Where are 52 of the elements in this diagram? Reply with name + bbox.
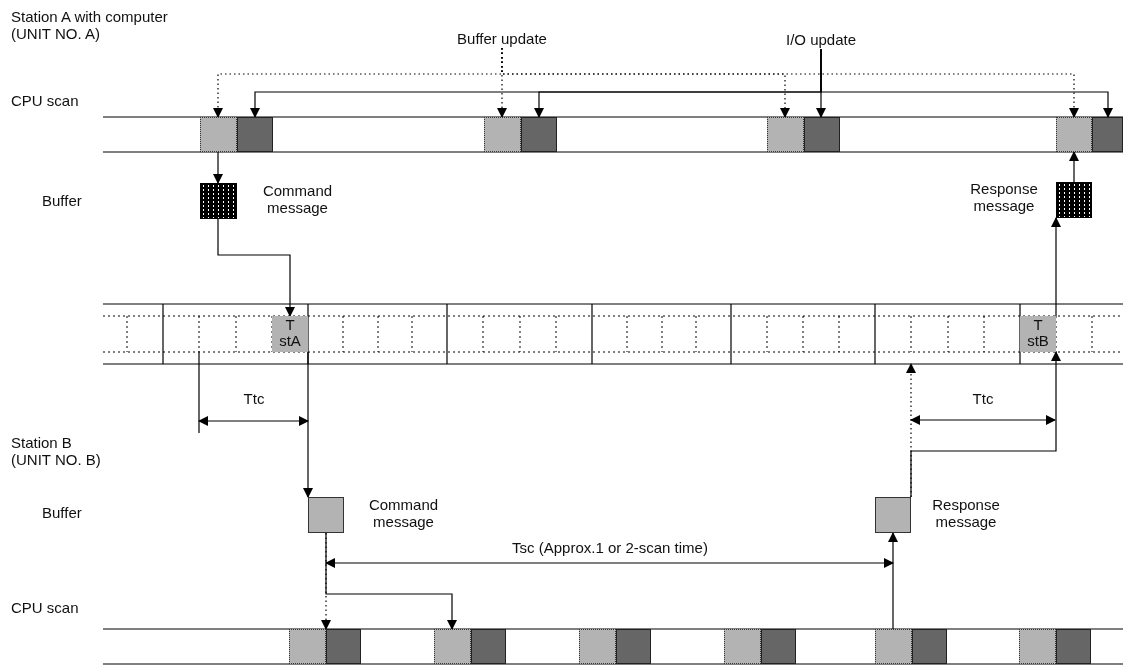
message-block	[200, 183, 237, 219]
arrow	[1051, 217, 1061, 317]
station-heading: Station B (UNIT NO. B)	[11, 434, 102, 468]
arrow	[217, 218, 295, 317]
station-heading: Station A with computer (UNIT NO. A)	[11, 8, 169, 42]
message-label: Response message	[969, 180, 1039, 214]
buffer-update-block	[484, 117, 521, 152]
io-update-block	[237, 117, 273, 152]
buffer-update-block	[200, 117, 237, 152]
dimension-label: Tsc (Approx.1 or 2-scan time)	[511, 539, 709, 556]
message-label: Command message	[261, 182, 334, 216]
buffer-update-block	[767, 117, 804, 152]
arrow	[820, 48, 1113, 118]
message-label: Response message	[931, 496, 1001, 530]
transmission-slot: T stA	[272, 316, 308, 352]
row-label: CPU scan	[11, 599, 80, 616]
io-update-block	[804, 117, 840, 152]
arrow	[888, 532, 898, 630]
io-update-block	[1056, 629, 1091, 664]
io-update-block	[521, 117, 557, 152]
row-label: Buffer	[42, 504, 83, 521]
buffer-update-block	[289, 629, 326, 664]
row-label: CPU scan	[11, 92, 80, 109]
buffer-update-block	[1019, 629, 1056, 664]
dimension-label: Ttc	[242, 390, 266, 407]
message-block	[308, 497, 344, 533]
buffer-update-block	[1056, 117, 1092, 152]
row-label: Buffer	[42, 192, 83, 209]
dimension-label: Ttc	[971, 390, 995, 407]
io-update-block	[761, 629, 796, 664]
arrow	[1069, 151, 1079, 183]
io-update-block	[471, 629, 506, 664]
message-block	[1056, 182, 1092, 218]
arrow	[213, 151, 223, 184]
buffer-update-block	[579, 629, 616, 664]
arrow	[325, 532, 457, 630]
buffer-update-block	[724, 629, 761, 664]
io-update-block	[326, 629, 361, 664]
leader-label: I/O update	[771, 31, 871, 49]
arrow	[910, 351, 1061, 498]
transmission-slot: T stB	[1020, 316, 1056, 352]
buffer-update-block	[875, 629, 912, 664]
io-update-block	[1092, 117, 1123, 152]
message-block	[875, 497, 911, 533]
io-update-block	[616, 629, 651, 664]
arrow	[303, 351, 313, 498]
message-label: Command message	[367, 496, 440, 530]
io-update-block	[912, 629, 947, 664]
buffer-update-block	[434, 629, 471, 664]
dotted-arrow	[501, 47, 1079, 118]
dotted-arrow	[906, 363, 916, 498]
leader-label: Buffer update	[436, 30, 568, 48]
